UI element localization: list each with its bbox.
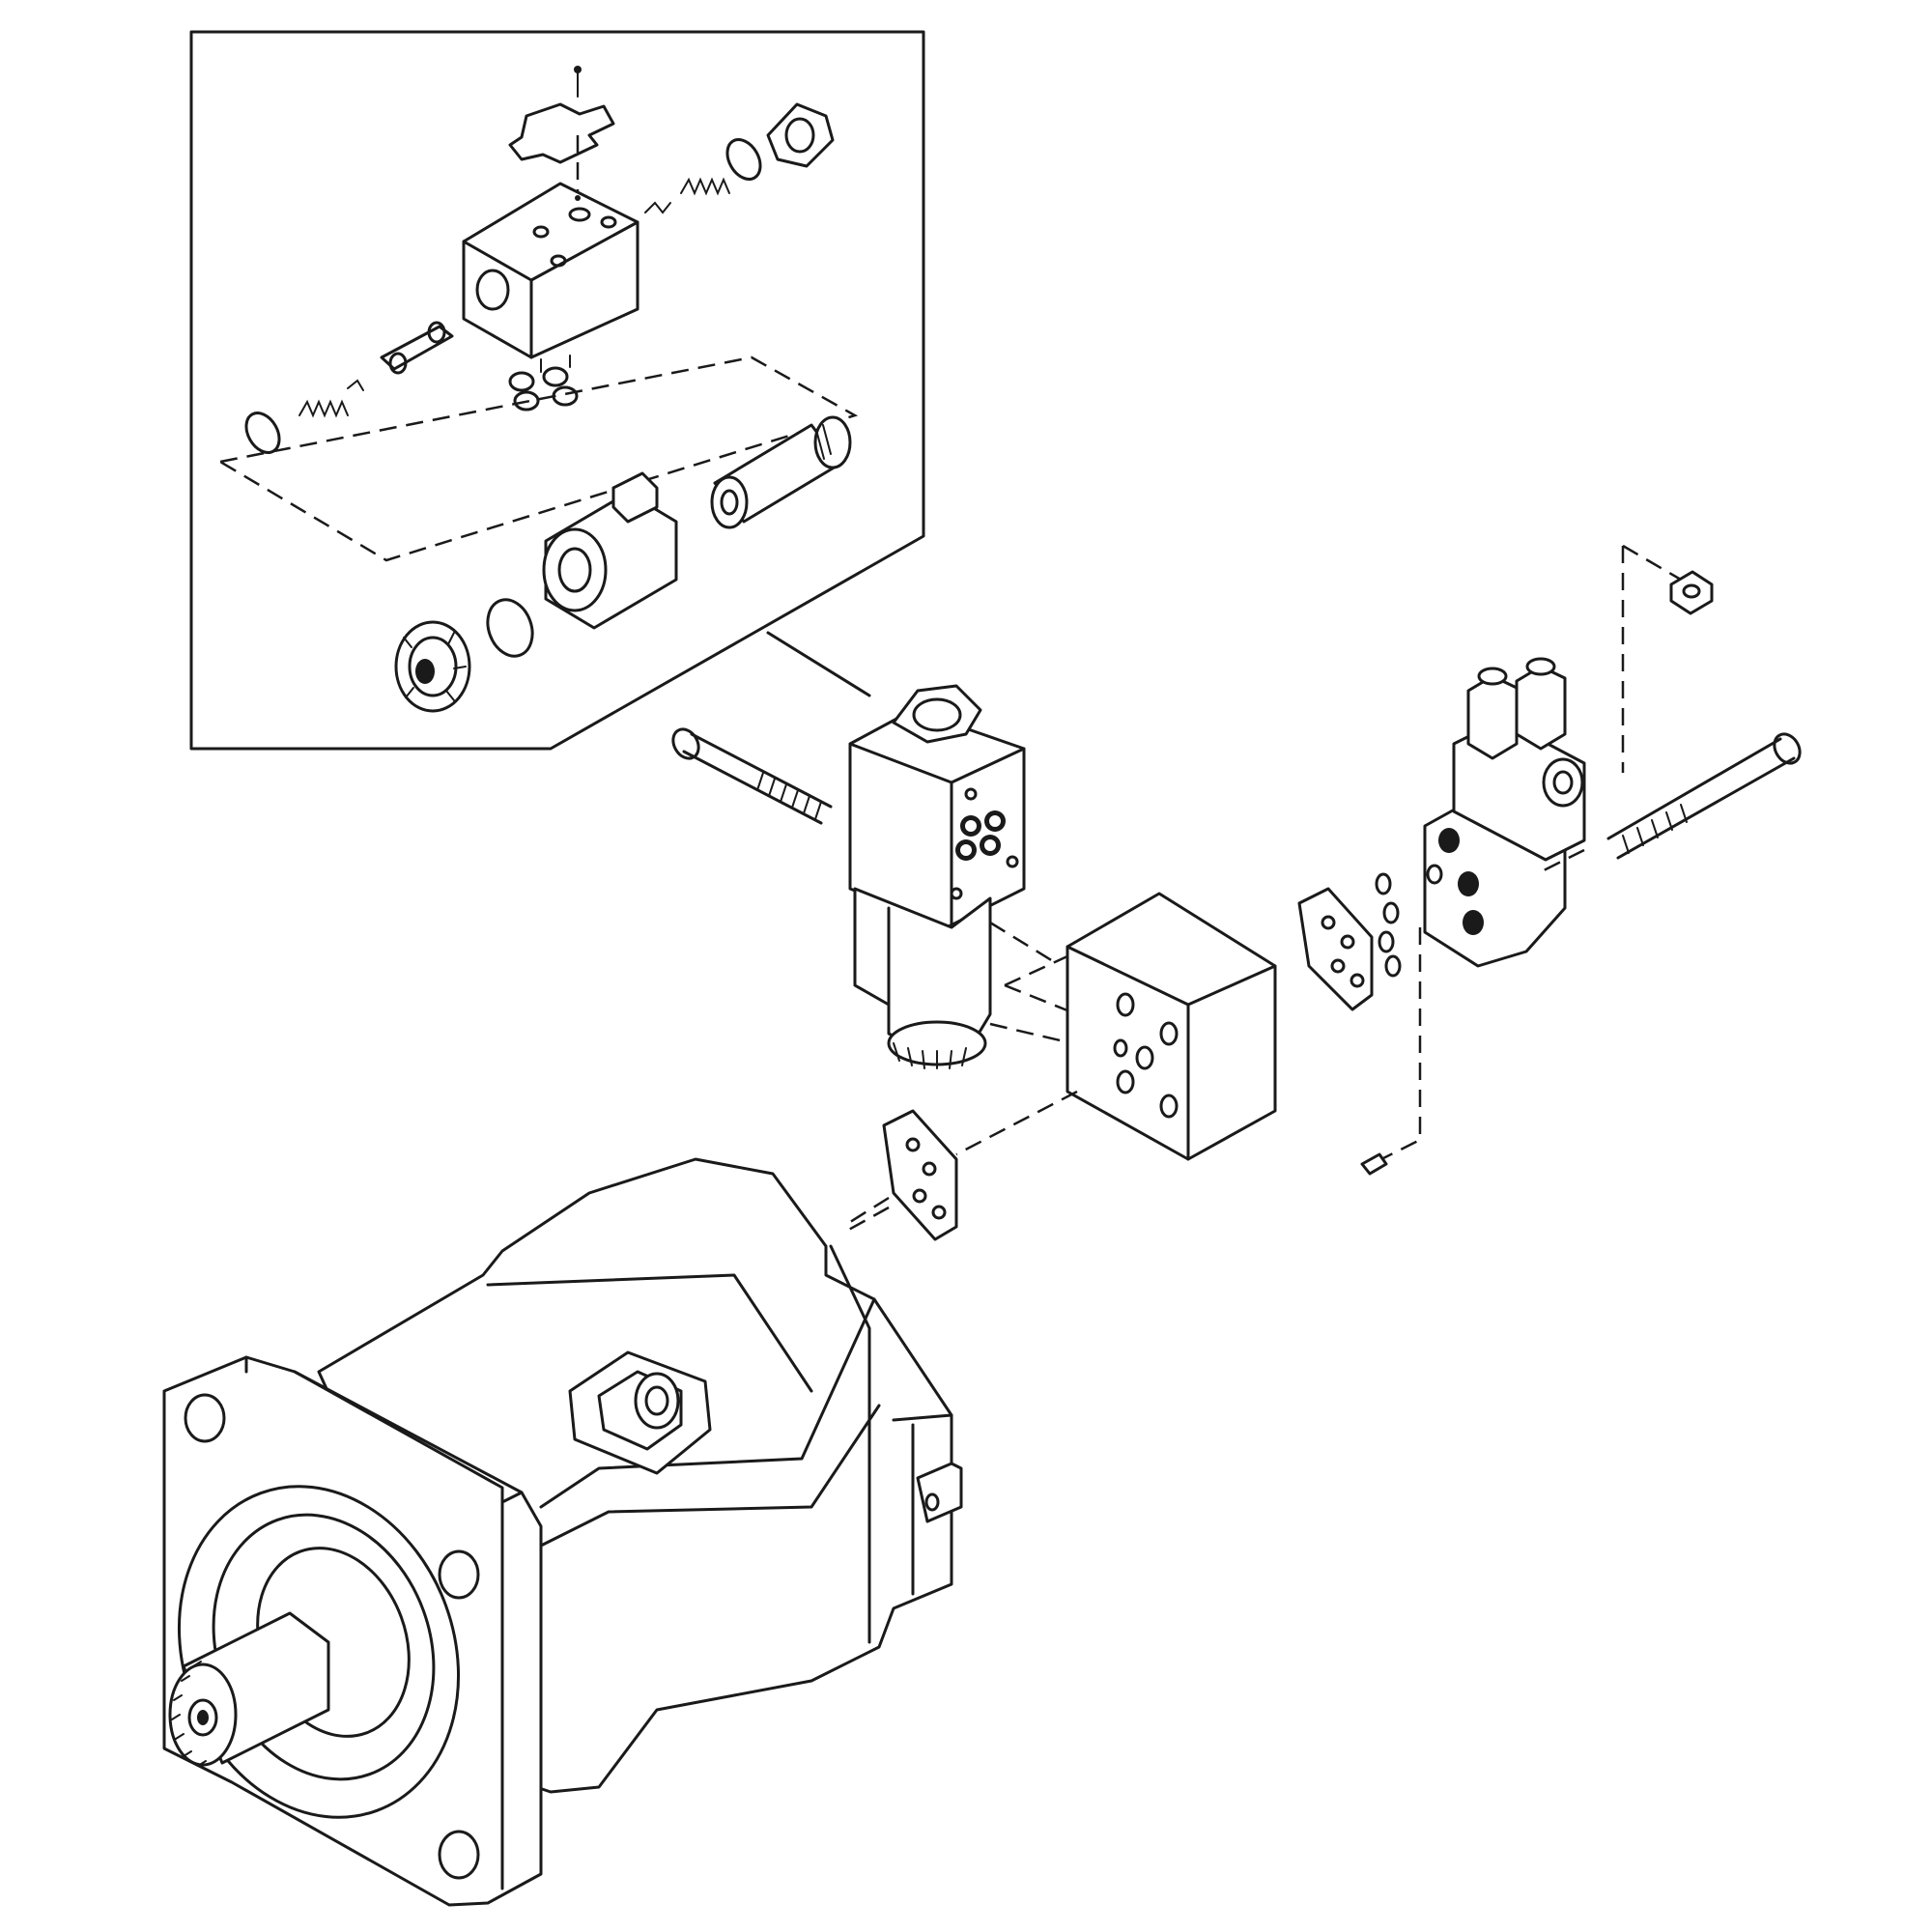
coil-nut — [394, 598, 534, 713]
solenoid-coil — [542, 471, 678, 630]
side-port — [916, 1462, 963, 1523]
valve-body-block — [462, 182, 639, 359]
solenoid-group-outline — [216, 355, 859, 562]
splined-shaft — [168, 1611, 330, 1767]
armature-tube — [710, 415, 852, 529]
gasket-left — [882, 1109, 958, 1241]
mounting-bolt-left — [671, 727, 833, 825]
o-rings — [1375, 872, 1402, 978]
port-boss — [568, 1350, 712, 1475]
solenoid-valve — [848, 684, 1026, 1069]
gasket-to-pump-dash — [849, 1196, 890, 1224]
hydraulic-pump — [162, 1157, 963, 1907]
relief-to-plug-dash — [1380, 848, 1585, 1161]
inset-frame — [189, 30, 925, 751]
solenoid-to-adapter-dash — [989, 921, 1078, 1045]
right-spring-and-plug — [644, 102, 835, 214]
small-plug — [1360, 1152, 1388, 1176]
detail-inset — [189, 30, 925, 751]
cover-plate — [508, 66, 615, 208]
relief-valve — [1423, 657, 1586, 968]
check-balls — [508, 355, 579, 412]
mounting-bolt-right — [1606, 732, 1802, 860]
inset-leader-line — [766, 631, 871, 697]
left-spool-and-spring — [244, 321, 454, 454]
adapter-block — [1065, 892, 1277, 1161]
adapter-to-gasket-dash — [844, 1090, 1078, 1234]
screw-top-right — [1621, 544, 1714, 773]
port-pattern — [950, 787, 1019, 900]
gasket-right — [1297, 887, 1374, 1011]
